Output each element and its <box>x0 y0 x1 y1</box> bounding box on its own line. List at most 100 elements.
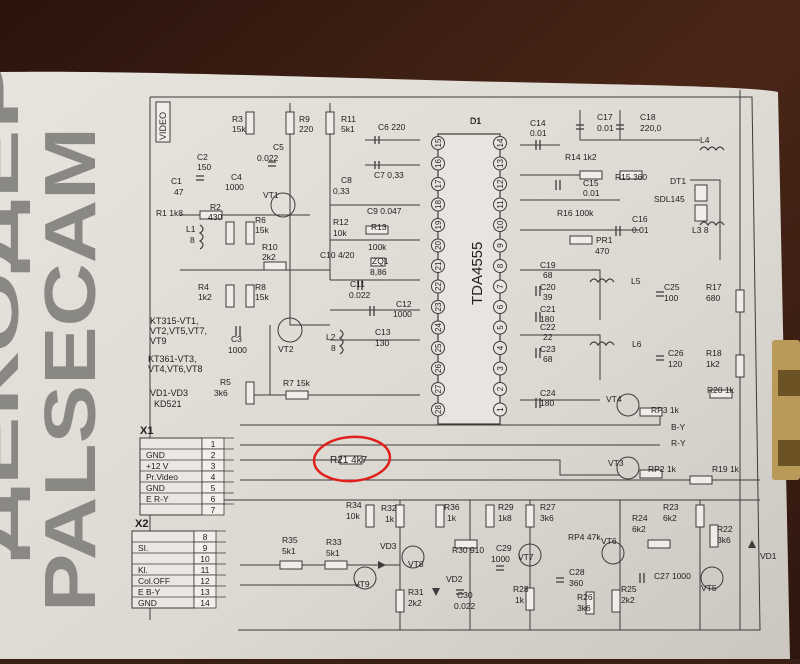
note-kt361-line1: KT361-VT3, <box>148 354 197 364</box>
connector-pin-number: 11 <box>201 565 210 575</box>
component-label: 6k2 <box>632 524 646 534</box>
ic-pin: 17 <box>431 177 445 191</box>
transistor-symbols <box>270 192 724 590</box>
ic-pin-number: 18 <box>434 200 443 209</box>
component-label: R18 <box>706 348 722 358</box>
component-label: C24 <box>540 388 556 398</box>
ic-pin: 23 <box>431 300 445 314</box>
ic-pin: 16 <box>431 156 445 171</box>
ic-pin-number: 4 <box>496 345 505 350</box>
connector-row-label: GND <box>138 598 157 608</box>
component-label: L1 <box>186 224 196 234</box>
component-label: C29 <box>496 543 512 553</box>
ic-pin-number: 28 <box>434 405 443 414</box>
ic-pin: 25 <box>431 341 445 355</box>
component-label: B-Y <box>671 422 686 432</box>
component-label: 1k8 <box>498 513 512 523</box>
ic-pin-number: 3 <box>496 366 505 371</box>
component-label: 22 <box>543 332 553 342</box>
component-label: R26 <box>577 592 593 602</box>
component-label: 2k2 <box>262 252 276 262</box>
component-label: 2k2 <box>408 598 422 608</box>
ic-pin: 24 <box>431 320 445 335</box>
component-label: L2 <box>326 332 336 342</box>
ic-pin: 21 <box>431 259 445 273</box>
component-label: PR1 <box>596 235 613 245</box>
component-label: 360 <box>569 578 583 588</box>
component-label: R30 910 <box>452 545 484 555</box>
ic-pin-number: 14 <box>496 138 505 147</box>
component-label: 8 <box>331 343 336 353</box>
component-label: 130 <box>375 338 389 348</box>
component-label: L3 8 <box>692 225 709 235</box>
ic-pin: 26 <box>431 361 445 376</box>
x2-title: X2 <box>135 518 148 530</box>
crystal-symbols <box>370 184 708 267</box>
note-kt315-line1: KT315-VT1, <box>150 316 199 326</box>
component-label: RP2 1k <box>648 464 677 474</box>
ic-pin-number: 19 <box>434 220 443 229</box>
component-label: VT8 <box>408 559 424 569</box>
ic-pin-number: 22 <box>434 282 443 291</box>
ic-pin-number: 2 <box>496 386 505 391</box>
connector-row-label: Col.OFF <box>138 576 170 586</box>
component-label: 3k6 <box>540 513 554 523</box>
ic-pin: 5 <box>493 320 507 335</box>
ic-pin: 18 <box>431 197 445 212</box>
component-label: 150 <box>197 162 211 172</box>
component-label: C2 <box>197 152 208 162</box>
component-label: C10 4/20 <box>320 250 355 260</box>
component-label: ZQ1 <box>372 256 389 266</box>
video-connector: VIDEO <box>155 101 171 143</box>
component-label: 1k2 <box>706 359 720 369</box>
connector-pin-number: 7 <box>211 505 216 515</box>
connector-row-label: E B-Y <box>138 587 161 597</box>
component-label: R22 <box>717 524 733 534</box>
ic-pin: 11 <box>493 197 507 212</box>
ic-pin-number: 7 <box>496 284 505 289</box>
component-label: 1000 <box>393 309 412 319</box>
component-label: C1 <box>171 176 182 186</box>
component-label: 0.022 <box>454 601 476 611</box>
component-label: VT5 <box>701 583 717 593</box>
component-label: 1k <box>385 514 395 524</box>
component-label: 1k2 <box>198 292 212 302</box>
component-label: C28 <box>569 567 585 577</box>
connector-pin-number: 14 <box>200 598 210 608</box>
ic-pin: 15 <box>431 136 445 150</box>
component-label: C5 <box>273 142 284 152</box>
component-label: L4 <box>700 135 710 145</box>
component-label: 1k <box>515 595 525 605</box>
component-label: R11 <box>341 114 356 124</box>
ic-pin: 6 <box>493 300 507 314</box>
ic-pin: 20 <box>431 238 445 253</box>
ic-ref-label: D1 <box>470 116 482 126</box>
component-label: C22 <box>540 322 556 332</box>
component-label: 0.01 <box>632 225 649 235</box>
component-label: C3 <box>231 334 242 344</box>
connector-pin-number: 13 <box>200 587 210 597</box>
component-label: 2k2 <box>621 595 635 605</box>
connector-pin-number: 4 <box>211 472 216 482</box>
ic-pin: 10 <box>493 218 507 232</box>
component-label: 1000 <box>228 345 247 355</box>
component-label: 3k6 <box>717 535 731 545</box>
ic-pin-number: 20 <box>434 241 443 250</box>
component-label: R15 360 <box>615 172 647 182</box>
ic-pin: 22 <box>431 279 445 294</box>
component-label: R20 1k <box>707 385 735 395</box>
component-label: C17 <box>597 112 613 122</box>
component-label: 10k <box>346 511 360 521</box>
ic-pin: 27 <box>431 382 445 396</box>
component-label: R19 1k <box>712 464 740 474</box>
component-label: C4 <box>231 172 242 182</box>
component-label: VT4 <box>606 394 622 404</box>
ic-pin-number: 8 <box>496 263 505 268</box>
component-label: C15 <box>583 178 599 188</box>
note-kt315-line3: VT9 <box>150 336 167 346</box>
component-label: R32 <box>381 503 397 513</box>
component-label: R8 <box>255 282 266 292</box>
ic-pin: 9 <box>493 238 507 253</box>
